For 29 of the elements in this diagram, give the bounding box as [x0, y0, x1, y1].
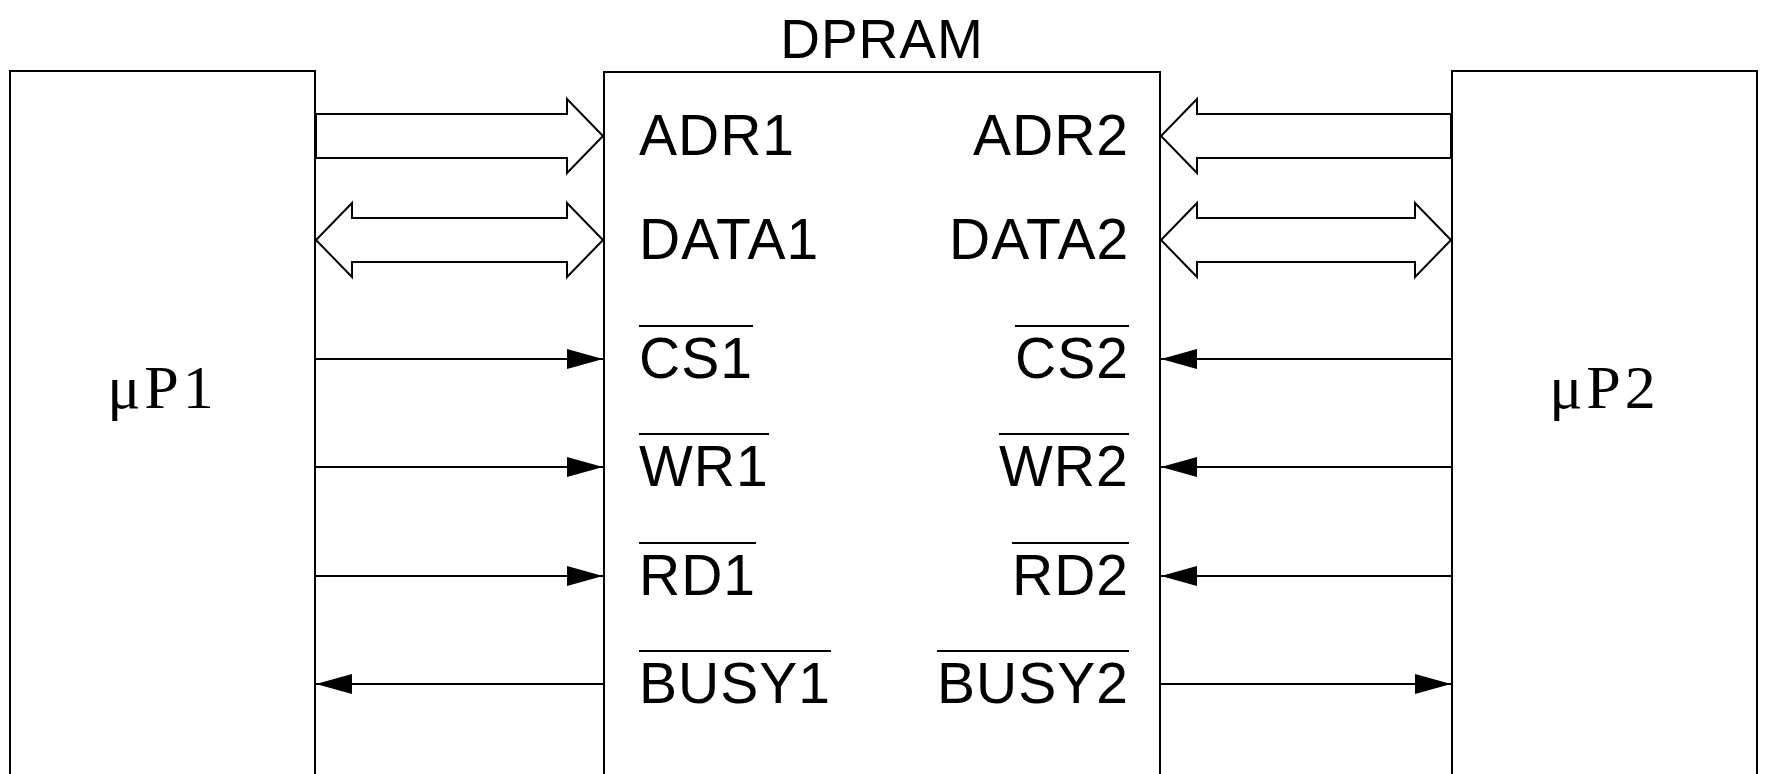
pin-label: BUSY1 — [639, 650, 831, 714]
pin-label: WR1 — [639, 433, 769, 497]
arrow — [315, 349, 604, 369]
arrow — [1160, 566, 1452, 586]
pin-label: WR2 — [999, 433, 1129, 497]
processor-box — [9, 70, 316, 774]
arrow — [1160, 349, 1452, 369]
pin-label: RD1 — [639, 542, 757, 606]
processor-label: μP2 — [1548, 352, 1661, 423]
pin-label: CS1 — [639, 325, 753, 389]
pin-label: ADR2 — [973, 106, 1130, 166]
arrow — [315, 457, 604, 477]
bus-arrow — [314, 200, 605, 280]
arrow — [315, 674, 604, 694]
bus-arrow — [315, 96, 605, 176]
pin-label: DATA2 — [949, 210, 1130, 270]
block-title: DPRAM — [779, 7, 985, 71]
arrow — [315, 566, 604, 586]
bus-arrow — [1159, 96, 1452, 176]
pin-label: BUSY2 — [937, 650, 1129, 714]
arrow — [1160, 674, 1452, 694]
pin-label: CS2 — [1015, 325, 1129, 389]
processor-label: μP1 — [106, 352, 219, 423]
arrow — [1160, 457, 1452, 477]
pin-label: RD2 — [1012, 542, 1130, 606]
bus-arrow — [1159, 200, 1453, 280]
pin-label: DATA1 — [639, 210, 820, 270]
pin-label: ADR1 — [639, 106, 796, 166]
processor-box — [1451, 70, 1758, 774]
